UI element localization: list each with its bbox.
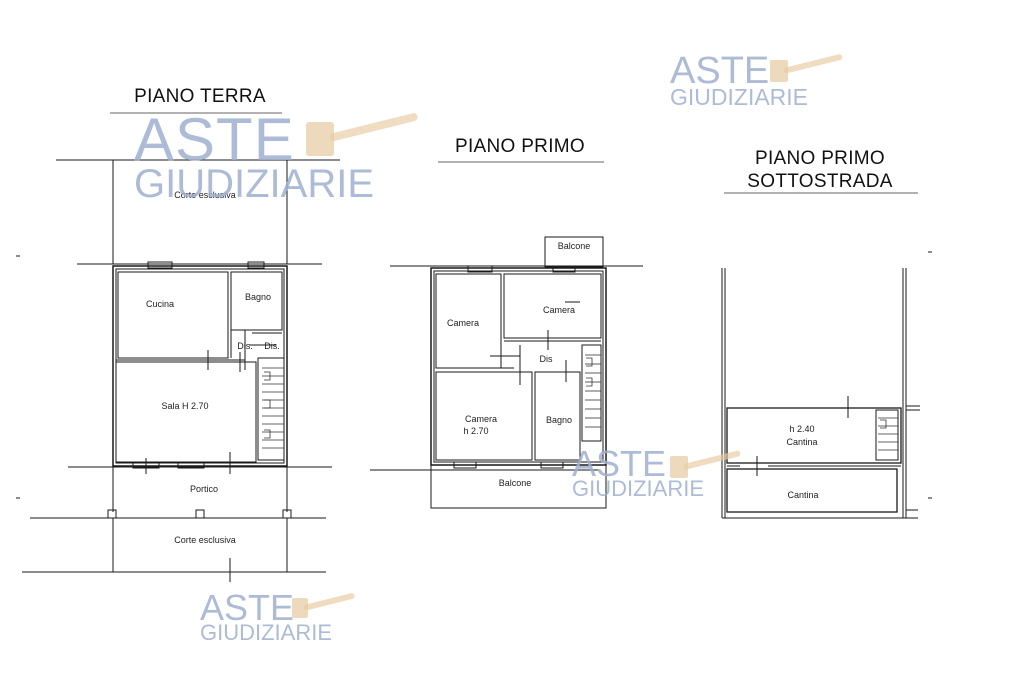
label-camera-right: Camera [542,305,575,315]
title-sottostrada-line1: PIANO PRIMO [755,148,885,169]
label-balcone-bottom: Balcone [498,478,532,488]
label-camera-left: Camera [446,318,479,328]
watermark-bottom-left: ASTE GIUDIZIARIE [200,587,333,645]
title-piano-terra: PIANO TERRA [134,86,266,107]
piano-terra-plan [16,112,340,582]
label-balcone-top: Balcone [557,241,591,251]
label-bagno-terra: Bagno [244,292,272,302]
gavel-icon [292,593,355,618]
label-bagno-primo: Bagno [545,415,573,425]
label-cantina-2: Cantina [787,490,819,500]
label-portico: Portico [189,484,218,494]
watermark-center: ASTE GIUDIZIARIE [572,443,705,501]
sottostrada-plan [721,192,932,519]
label-dis-2: Dis. [264,341,280,351]
gavel-icon [306,113,418,156]
label-dis-1: Dis. [237,341,253,351]
piano-primo-plan [370,161,643,509]
label-cantina-1-height: h 2.40 [789,424,815,434]
label-cantina-1: Cantina [786,437,818,447]
gavel-icon [670,450,741,478]
label-sala: Sala H 2.70 [161,401,209,411]
watermark-top-right: ASTE GIUDIZIARIE [670,50,809,110]
label-camera-bottom: Camera [464,414,497,424]
label-cucina: Cucina [145,299,174,309]
label-camera-bottom-height: h 2.70 [463,426,489,436]
label-corte-esclusiva-top: Corte esclusiva [174,190,236,200]
title-sottostrada-line2: SOTTOSTRADA [747,171,893,192]
watermark-top-left: ASTE GIUDIZIARIE [134,106,375,206]
label-dis-primo: Dis [539,354,553,364]
gavel-icon [770,54,843,82]
label-corte-esclusiva-bottom: Corte esclusiva [174,535,236,545]
title-piano-primo: PIANO PRIMO [455,136,585,157]
